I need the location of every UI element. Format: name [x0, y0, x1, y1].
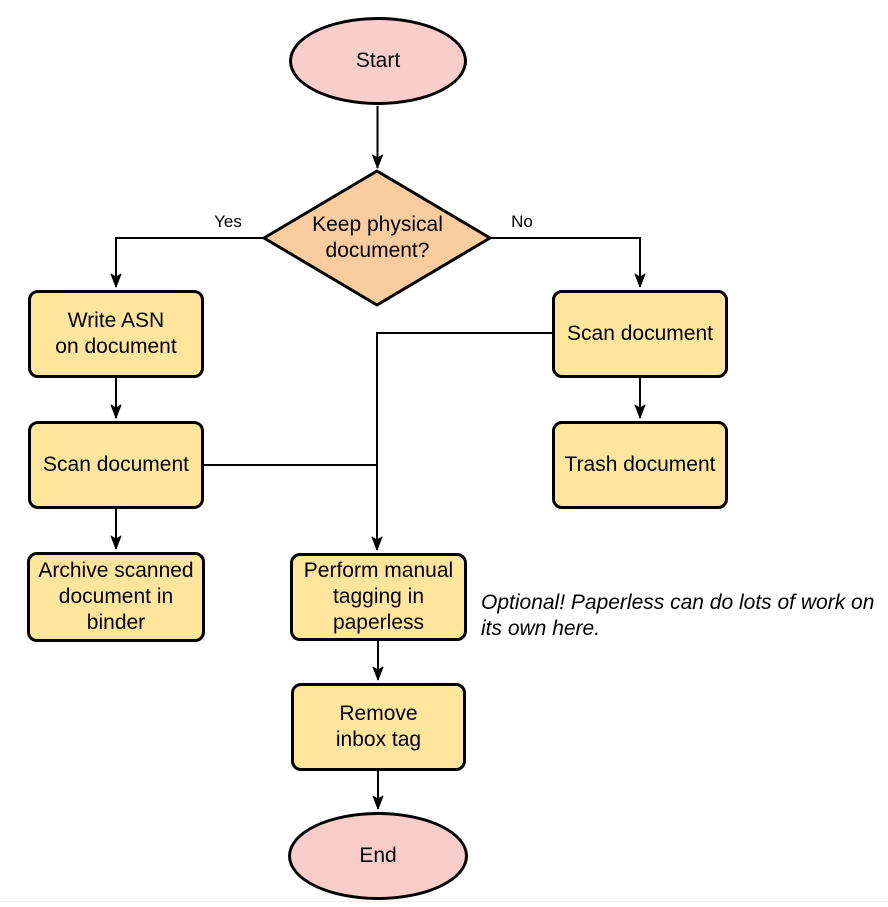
edge-decision-yes-to-write-asn: [110, 237, 265, 288]
bottom-divider: [0, 901, 888, 902]
node-trash-document: Trash document: [552, 421, 728, 509]
node-scan-document-left: Scan document: [28, 421, 204, 509]
label-no: No: [511, 212, 533, 231]
edge-decision-no-to-scan-right: [489, 237, 646, 288]
node-scan-document-right: Scan document: [552, 290, 728, 378]
annotation-optional: Optional! Paperless can do lots of work …: [481, 591, 875, 640]
node-manual-tagging: Perform manual tagging in paperless: [290, 553, 467, 641]
edge-scan-right-to-tagging: [371, 332, 552, 551]
node-write-asn: Write ASN on document: [28, 290, 204, 378]
decision-diamond-shape: [262, 169, 492, 307]
node-end: End: [288, 812, 468, 900]
node-archive-binder: Archive scanned document in binder: [27, 552, 205, 642]
node-remove-inbox-tag: Remove inbox tag: [291, 683, 466, 771]
node-start: Start: [289, 17, 467, 105]
label-yes: Yes: [214, 212, 242, 231]
node-decision-label: Keep physical document?: [312, 213, 443, 262]
